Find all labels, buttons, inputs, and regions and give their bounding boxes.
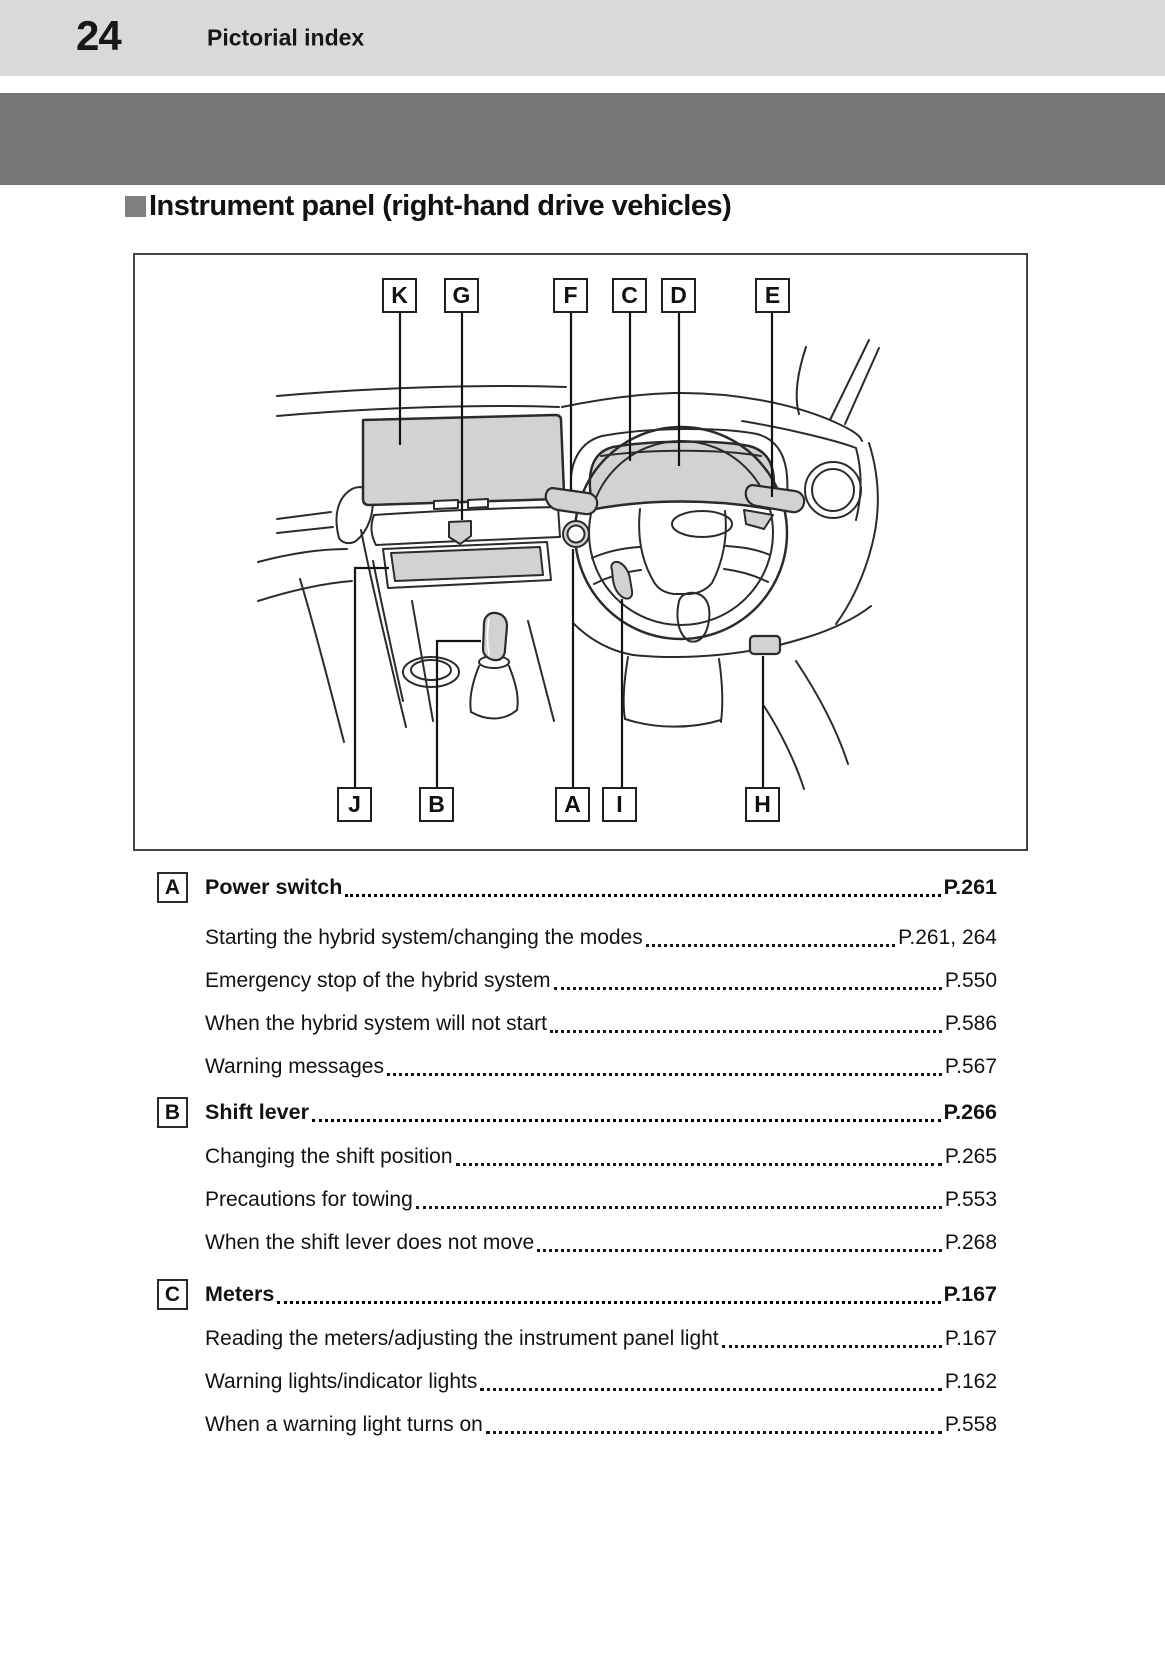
item-label: Emergency stop of the hybrid system [205,969,551,992]
index-item: Emergency stop of the hybrid system P.55… [205,966,997,996]
cup-holder [402,656,460,688]
callout-K: K [382,278,417,313]
page-reference: P.567 [944,1055,997,1078]
page-reference: P.261, 264 [898,926,997,949]
lower-switch-panel [748,634,782,656]
item-label: Starting the hybrid system/changing the … [205,926,643,949]
index-item: When the hybrid system will not start P.… [205,1009,997,1039]
column-lever [610,560,634,600]
horn-pad [671,510,733,538]
index-item: Precautions for towing P.553 [205,1185,997,1215]
dot-leader [549,1030,942,1033]
callout-J: J [337,787,372,822]
index-item: When a warning light turns on P.558 [205,1410,997,1440]
section-heading-text: Instrument panel (right-hand drive vehic… [149,189,732,222]
item-label: When a warning light turns on [205,1413,483,1436]
header-section-title: Pictorial index [207,24,365,51]
callout-C: C [612,278,647,313]
page-reference: P.586 [944,1012,997,1035]
dot-leader [721,1345,942,1348]
item-label: Reading the meters/adjusting the instrum… [205,1327,719,1350]
index-item: Reading the meters/adjusting the instrum… [205,1324,997,1354]
door-speaker [804,461,862,519]
index-item: Warning lights/indicator lights P.162 [205,1367,997,1397]
index-item: Changing the shift position P.265 [205,1142,997,1172]
left-stalk [544,486,599,516]
section-letter-box: A [157,872,188,903]
dot-leader [645,944,896,947]
page-number: 24 [76,12,122,60]
section-title: Meters [205,1282,275,1306]
instrument-panel-diagram: K G F C D E J B A I H [133,253,1028,851]
dot-leader [415,1206,942,1209]
callout-F: F [553,278,588,313]
index-item: When the shift lever does not move P.268 [205,1228,997,1258]
index-section-header: C Meters P.167 [157,1279,997,1310]
dashboard-art [257,339,880,790]
item-label: Precautions for towing [205,1188,413,1211]
section-title: Power switch [205,875,343,899]
callout-D: D [661,278,696,313]
page-reference: P.558 [944,1413,997,1436]
page-reference: P.553 [944,1188,997,1211]
callout-leader-lines [353,313,774,787]
a-pillar [829,339,870,421]
item-label: Warning messages [205,1055,384,1078]
shift-lever [481,611,509,662]
dot-leader [311,1119,941,1122]
dot-leader [485,1431,942,1434]
callout-E: E [755,278,790,313]
page-header: 24 Pictorial index [0,0,1165,76]
page-reference: P.167 [944,1327,997,1350]
callout-B: B [419,787,454,822]
heading-square-icon [125,195,146,217]
index-section-header: B Shift lever P.266 [157,1097,997,1128]
dot-leader [277,1301,941,1304]
index-item: Starting the hybrid system/changing the … [205,923,997,953]
right-stalk [744,483,806,514]
page-reference: P.550 [944,969,997,992]
item-label: Warning lights/indicator lights [205,1370,478,1393]
section-letter-box: B [157,1097,188,1128]
dot-leader [553,987,942,990]
index-section-header: A Power switch P.261 [157,872,997,903]
page-reference: P.268 [944,1231,997,1254]
dot-leader [480,1388,942,1391]
section-title: Shift lever [205,1100,309,1124]
page-reference: P.167 [943,1282,997,1306]
multimedia-display [361,413,566,507]
instrument-cluster [588,440,776,511]
item-label: When the shift lever does not move [205,1231,535,1254]
index-item: Warning messages P.567 [205,1052,997,1082]
item-label: When the hybrid system will not start [205,1012,547,1035]
dot-leader [386,1073,942,1076]
item-label: Changing the shift position [205,1145,453,1168]
page-reference: P.265 [944,1145,997,1168]
callout-I: I [602,787,637,822]
console-tray [382,541,552,589]
dashboard-line-art [257,313,880,790]
chapter-band [0,93,1165,185]
callout-G: G [444,278,479,313]
center-vent-knob [448,520,472,545]
callout-A: A [555,787,590,822]
dot-leader [345,894,941,897]
section-letter-box: C [157,1279,188,1310]
page-reference: P.162 [944,1370,997,1393]
dot-leader [455,1163,942,1166]
section-heading: Instrument panel (right-hand drive vehic… [125,189,732,223]
page-reference: P.261 [943,875,997,899]
page-reference: P.266 [943,1100,997,1124]
dot-leader [537,1249,942,1252]
callout-H: H [745,787,780,822]
